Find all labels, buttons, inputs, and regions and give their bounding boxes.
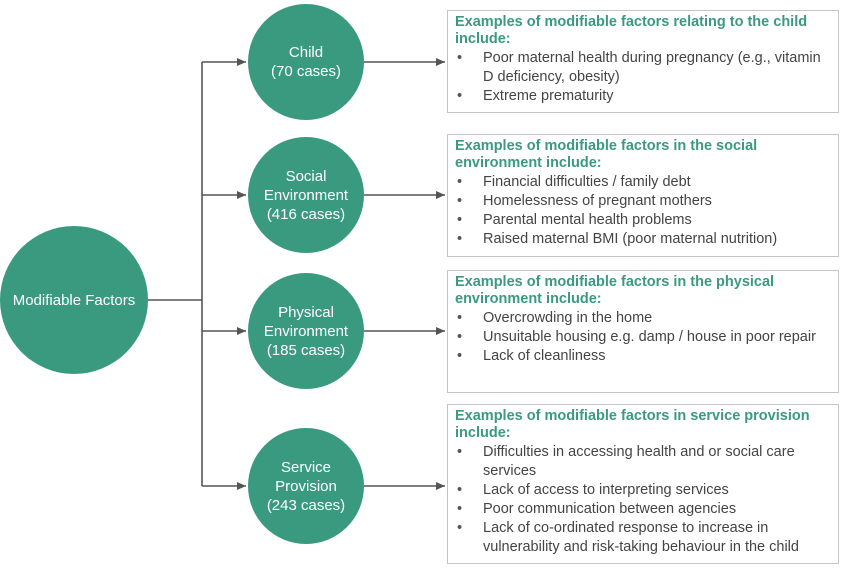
- list-item-text: Lack of co-ordinated response to increas…: [483, 520, 799, 555]
- examples-box-service-provision: Examples of modifiable factors in servic…: [447, 404, 839, 564]
- bullet-icon: •: [457, 310, 463, 326]
- node-child: Child (70 cases): [248, 4, 364, 120]
- list-item: • Raised maternal BMI (poor maternal nutr…: [455, 230, 832, 249]
- examples-heading: Examples of modifiable factors in servic…: [455, 408, 810, 441]
- node-service-provision: Service Provision (243 cases): [248, 428, 364, 544]
- examples-list: • Difficulties in accessing health and or…: [455, 443, 832, 557]
- examples-box-social-environment: Examples of modifiable factors in the so…: [447, 134, 839, 257]
- examples-heading: Examples of modifiable factors relating …: [455, 14, 808, 47]
- node-social-environment-label: Social Environment (416 cases): [263, 167, 349, 223]
- bullet-icon: •: [457, 193, 463, 209]
- list-item-text: Parental mental health problems: [483, 212, 692, 228]
- list-item: • Parental mental health problems: [455, 211, 832, 230]
- bullet-icon: •: [457, 212, 463, 228]
- examples-box-child: Examples of modifiable factors relating …: [447, 10, 839, 113]
- examples-list: • Overcrowding in the home • Unsuitable ho…: [455, 309, 832, 366]
- bullet-icon: •: [457, 174, 463, 190]
- bullet-icon: •: [457, 520, 463, 536]
- list-item-text: Unsuitable housing e.g. damp / house in …: [483, 329, 816, 345]
- list-item: • Extreme prematurity: [455, 87, 832, 106]
- examples-list: • Financial difficulties / family debt • H…: [455, 173, 832, 249]
- examples-heading: Examples of modifiable factors in the so…: [455, 138, 758, 171]
- bullet-icon: •: [457, 231, 463, 247]
- list-item: • Homelessness of pregnant mothers: [455, 192, 832, 211]
- examples-list: • Poor maternal health during pregnancy (…: [455, 49, 832, 106]
- node-child-label: Child (70 cases): [270, 44, 342, 80]
- node-social-environment: Social Environment (416 cases): [248, 137, 364, 253]
- list-item-text: Homelessness of pregnant mothers: [483, 193, 712, 209]
- bullet-icon: •: [457, 88, 463, 104]
- examples-box-physical-environment: Examples of modifiable factors in the ph…: [447, 270, 839, 393]
- bullet-icon: •: [457, 482, 463, 498]
- list-item: • Unsuitable housing e.g. damp / house in…: [455, 328, 832, 347]
- list-item-text: Difficulties in accessing health and or …: [483, 444, 795, 479]
- list-item-text: Poor communication between agencies: [483, 501, 737, 517]
- list-item: • Financial difficulties / family debt: [455, 173, 832, 192]
- list-item-text: Lack of cleanliness: [483, 348, 606, 364]
- bullet-icon: •: [457, 501, 463, 517]
- bullet-icon: •: [457, 444, 463, 460]
- list-item-text: Lack of access to interpreting services: [483, 482, 729, 498]
- list-item: • Lack of cleanliness: [455, 347, 832, 366]
- node-service-provision-label: Service Provision (243 cases): [266, 458, 346, 514]
- bullet-icon: •: [457, 348, 463, 364]
- list-item: • Overcrowding in the home: [455, 309, 832, 328]
- list-item: • Difficulties in accessing health and or…: [455, 443, 832, 481]
- list-item-text: Poor maternal health during pregnancy (e…: [483, 50, 821, 85]
- examples-heading: Examples of modifiable factors in the ph…: [455, 274, 775, 307]
- bullet-icon: •: [457, 329, 463, 345]
- list-item-text: Raised maternal BMI (poor maternal nutri…: [483, 231, 778, 247]
- root-node-label: Modifiable Factors: [12, 291, 136, 309]
- list-item-text: Extreme prematurity: [483, 88, 614, 104]
- list-item-text: Overcrowding in the home: [483, 310, 653, 326]
- list-item-text: Financial difficulties / family debt: [483, 174, 691, 190]
- list-item: • Lack of access to interpreting services: [455, 481, 832, 500]
- list-item: • Lack of co-ordinated response to increa…: [455, 519, 832, 557]
- list-item: • Poor communication between agencies: [455, 500, 832, 519]
- list-item: • Poor maternal health during pregnancy (…: [455, 49, 832, 87]
- root-node-modifiable-factors: Modifiable Factors: [0, 226, 148, 374]
- node-physical-environment-label: Physical Environment (185 cases): [263, 303, 349, 359]
- bullet-icon: •: [457, 50, 463, 66]
- node-physical-environment: Physical Environment (185 cases): [248, 273, 364, 389]
